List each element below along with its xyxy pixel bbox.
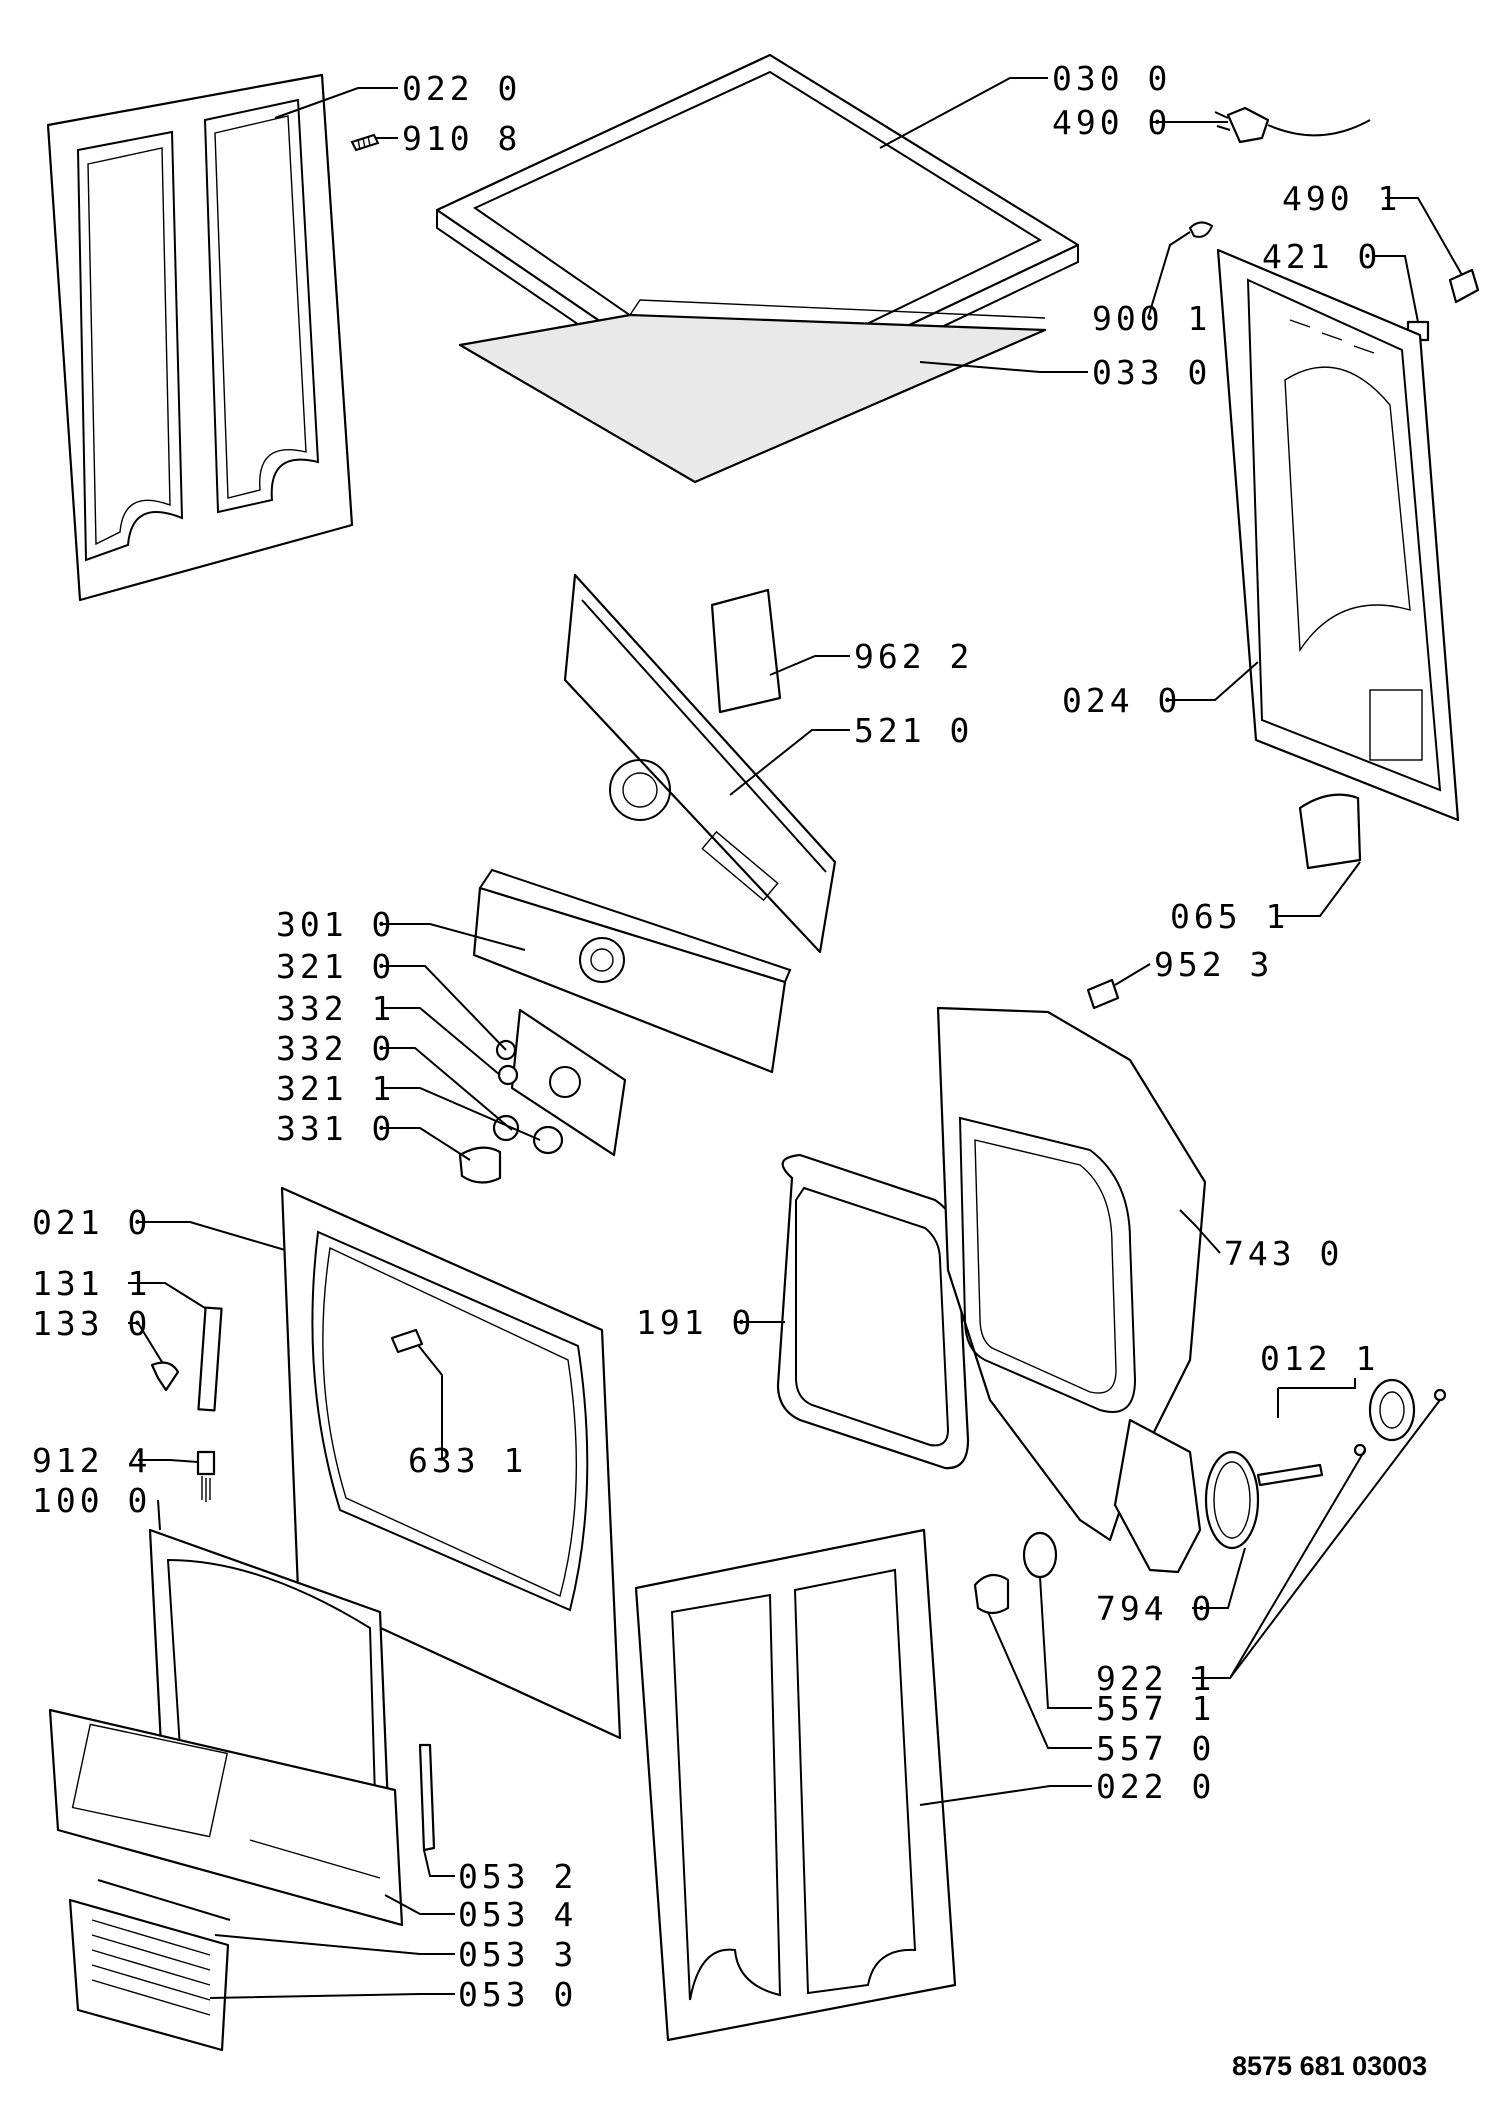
side-panel-right	[634, 1528, 957, 2042]
leader-lines	[128, 77, 1463, 1999]
callout-053-2: 053 2	[458, 1857, 577, 1896]
callout-962-2: 962 2	[854, 637, 973, 676]
callout-labels: 022 0 910 8 030 0 490 0 490 1 421 0 900 …	[32, 59, 1401, 2014]
callout-053-0: 053 0	[458, 1975, 577, 2014]
top-cover-tray	[458, 299, 1047, 484]
clip-900-1	[1188, 221, 1214, 238]
callout-021-0: 021 0	[32, 1203, 151, 1242]
screw-910-8	[350, 133, 380, 152]
callout-065-1: 065 1	[1170, 897, 1289, 936]
document-number: 8575 681 03003	[1232, 2051, 1427, 2081]
electronic-module	[563, 573, 837, 954]
ring-557-1	[1022, 1531, 1058, 1579]
callout-557-1: 557 1	[1096, 1689, 1215, 1728]
callout-557-0: 557 0	[1096, 1729, 1215, 1768]
callout-490-0: 490 0	[1052, 103, 1171, 142]
callout-521-0: 521 0	[854, 711, 973, 750]
callout-321-0: 321 0	[276, 947, 395, 986]
callout-421-0: 421 0	[1262, 237, 1381, 276]
callout-910-8: 910 8	[402, 119, 521, 158]
back-panel	[1216, 248, 1460, 822]
gasket-ring-794	[1204, 1450, 1260, 1550]
sensor-557-0	[973, 1573, 1010, 1615]
callout-131-1: 131 1	[32, 1264, 151, 1303]
callout-332-0: 332 0	[276, 1029, 395, 1068]
callout-030-0: 030 0	[1052, 59, 1171, 98]
callout-332-1: 332 1	[276, 989, 395, 1028]
callout-053-4: 053 4	[458, 1895, 577, 1934]
screw-952-3	[1086, 978, 1120, 1010]
callout-022-0-top: 022 0	[402, 69, 521, 108]
plug-490-1	[1448, 268, 1480, 304]
callout-331-0: 331 0	[276, 1109, 395, 1148]
mains-cable	[1214, 106, 1371, 144]
screw-912-4	[196, 1450, 216, 1502]
callout-900-1: 900 1	[1092, 299, 1211, 338]
callout-633-1: 633 1	[408, 1441, 527, 1480]
callout-022-0-bottom: 022 0	[1096, 1767, 1215, 1806]
callout-012-1: 012 1	[1260, 1339, 1379, 1378]
label-sticker	[710, 588, 782, 714]
part-633-1	[390, 1328, 424, 1354]
callout-490-1: 490 1	[1282, 179, 1401, 218]
callout-922-1: 922 1	[1096, 1659, 1215, 1698]
callout-024-0: 024 0	[1062, 681, 1181, 720]
callout-301-0: 301 0	[276, 905, 395, 944]
side-panel-left	[46, 73, 354, 602]
kickplate	[48, 1708, 404, 1927]
axle-parts	[1256, 1378, 1447, 1487]
hinge-131-1	[197, 1306, 223, 1412]
control-panel-facia	[472, 868, 792, 1074]
fascia-insert	[510, 1008, 627, 1157]
back-cover-065-1	[1298, 793, 1362, 870]
callout-794-0: 794 0	[1096, 1589, 1215, 1628]
callout-053-3: 053 3	[458, 1935, 577, 1974]
front-panel	[280, 1186, 622, 1740]
callout-033-0: 033 0	[1092, 353, 1211, 392]
callout-100-0: 100 0	[32, 1481, 151, 1520]
filter-grille	[68, 1879, 231, 2052]
filter-housing	[1113, 1418, 1202, 1574]
hinge-pin-133-0	[150, 1361, 180, 1392]
callout-321-1: 321 1	[276, 1069, 395, 1108]
callout-912-4: 912 4	[32, 1441, 151, 1480]
gasket-ring-794-inner	[1213, 1461, 1251, 1539]
callout-191-0: 191 0	[636, 1303, 755, 1342]
callout-952-3: 952 3	[1154, 945, 1273, 984]
bracket-053-2	[418, 1743, 436, 1852]
callout-133-0: 133 0	[32, 1304, 151, 1343]
door-seal	[776, 1153, 970, 1470]
callout-743-0: 743 0	[1224, 1234, 1343, 1273]
